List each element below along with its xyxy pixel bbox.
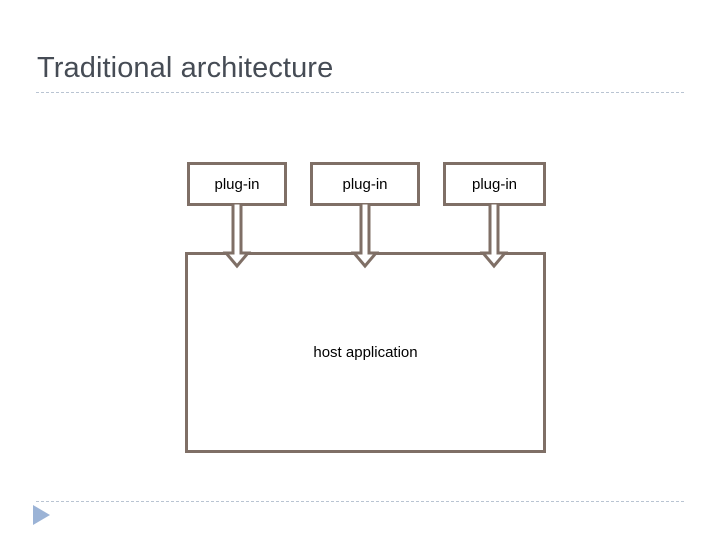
plugin-box-3: plug-in [443, 162, 546, 206]
arrow-plugin-1-to-host-icon [222, 203, 252, 269]
plugin-box-2-label: plug-in [342, 175, 388, 193]
title-divider [36, 92, 684, 93]
play-triangle-icon[interactable] [33, 505, 50, 525]
plugin-box-1-label: plug-in [214, 175, 260, 193]
plugin-box-3-label: plug-in [471, 175, 518, 193]
plugin-box-2: plug-in [310, 162, 420, 206]
plugin-box-1: plug-in [187, 162, 287, 206]
arrow-plugin-3-to-host-icon [479, 203, 509, 269]
footer-divider [36, 501, 684, 502]
host-application-box [185, 252, 546, 453]
host-application-label: host application [313, 344, 418, 361]
page-title: Traditional architecture [37, 52, 334, 84]
arrow-plugin-2-to-host-icon [350, 203, 380, 269]
